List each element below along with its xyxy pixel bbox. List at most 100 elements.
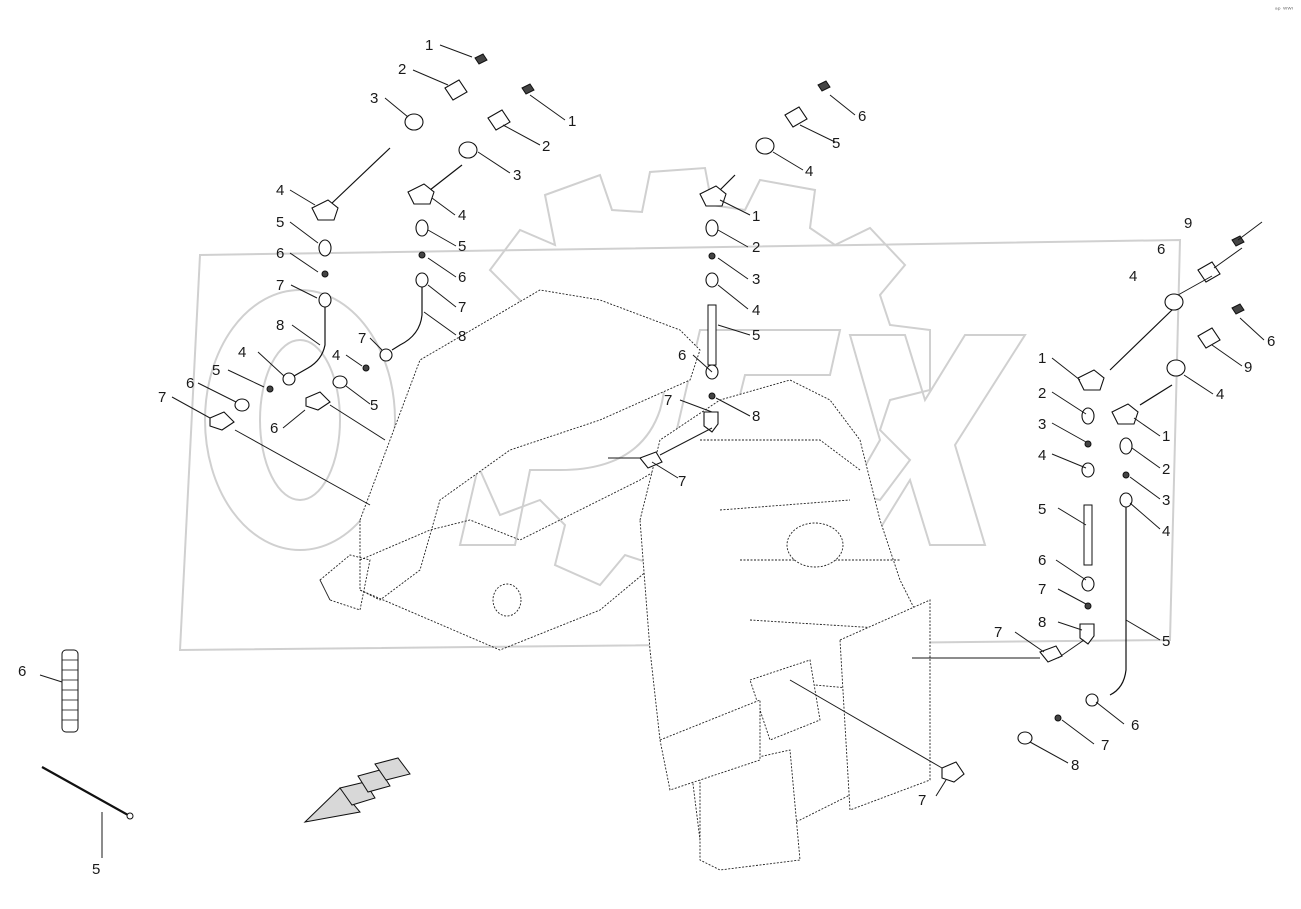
line-c-mid <box>659 427 713 456</box>
nut-b7 <box>415 272 429 288</box>
hose-c8 <box>707 304 717 366</box>
hose-roll-ribs <box>62 659 78 721</box>
callout-6: 6 <box>1038 552 1046 569</box>
elbow-c4 <box>699 185 727 207</box>
nut-a7 <box>318 292 332 308</box>
callout-4: 4 <box>276 182 284 199</box>
frame-bottom-block <box>699 749 801 871</box>
grease-nipple-e1 <box>1231 303 1245 315</box>
callout-6: 6 <box>1267 333 1275 350</box>
callout-6: 6 <box>276 245 284 262</box>
callout-2: 2 <box>1162 461 1170 478</box>
grease-line-group-a <box>209 53 488 506</box>
frame-bore <box>786 522 844 568</box>
callout-7: 7 <box>276 277 284 294</box>
callout-1: 1 <box>1162 428 1170 445</box>
union-c5 <box>705 219 719 237</box>
connector-b2 <box>487 109 511 131</box>
union-a5b <box>234 398 250 412</box>
callout-5: 5 <box>92 861 100 878</box>
frame-center-lines <box>700 439 911 691</box>
hose-roll-11 <box>61 649 79 733</box>
line-e-top <box>1139 384 1173 406</box>
line-e-bottom <box>789 679 943 769</box>
hose-a8 <box>293 307 326 377</box>
frame-left-block <box>319 554 371 611</box>
callout-8: 8 <box>1038 614 1046 631</box>
ring-a6 <box>321 270 329 278</box>
hose-e8 <box>1109 583 1127 696</box>
callout-6: 6 <box>858 108 866 125</box>
callout-6: 6 <box>678 347 686 364</box>
line-b-bottom <box>329 404 386 441</box>
callout-5: 5 <box>1162 633 1170 650</box>
callout-7: 7 <box>158 389 166 406</box>
callout-5: 5 <box>458 238 466 255</box>
callout-4: 4 <box>805 163 813 180</box>
connector-a2 <box>444 79 468 101</box>
ring-b6b <box>362 364 370 372</box>
callout-8: 8 <box>752 408 760 425</box>
ring-e6b <box>1054 714 1062 722</box>
callout-7: 7 <box>664 392 672 409</box>
callout-4: 4 <box>458 207 466 224</box>
callout-7: 7 <box>1101 737 1109 754</box>
frame-right-bracket <box>839 599 931 811</box>
frame-bearing <box>749 659 821 741</box>
machine-frame <box>319 289 931 871</box>
line-a-bottom <box>234 429 371 506</box>
callout-7: 7 <box>994 624 1002 641</box>
ring-d6 <box>1084 440 1092 448</box>
elbow-e4 <box>1111 403 1139 425</box>
callout-3: 3 <box>752 271 760 288</box>
callout-2: 2 <box>752 239 760 256</box>
ring-c6 <box>708 252 716 260</box>
callout-4: 4 <box>752 302 760 319</box>
callout-6: 6 <box>1157 241 1165 258</box>
grease-line-group-c <box>608 80 831 469</box>
callout-7: 7 <box>678 473 686 490</box>
elbow-c4b <box>639 451 663 469</box>
grease-line-group-d <box>912 235 1245 663</box>
nut-e7 <box>1119 492 1133 508</box>
ring-b6 <box>418 251 426 259</box>
callout-2: 2 <box>542 138 550 155</box>
callout-3: 3 <box>1162 492 1170 509</box>
elbow-c9 <box>703 411 719 433</box>
elbow-b4b <box>305 391 331 411</box>
grease-line-group-b <box>305 83 535 441</box>
callout-4: 4 <box>1162 523 1170 540</box>
watermark-letter-o-inner <box>259 339 341 501</box>
line-d-mid <box>1057 639 1085 659</box>
callout-5: 5 <box>832 135 840 152</box>
callout-7: 7 <box>918 792 926 809</box>
callout-7: 7 <box>1038 581 1046 598</box>
watermark-shadow <box>178 238 1182 652</box>
callout-8: 8 <box>1071 757 1079 774</box>
grease-nipple-a1 <box>474 53 488 65</box>
callout-3: 3 <box>1038 416 1046 433</box>
corner-mark: ᵃᵖ ᵂᵂᴵ <box>1275 6 1293 14</box>
nut-b3 <box>458 141 478 159</box>
nut-a3 <box>404 113 424 131</box>
nut-e7b <box>1085 693 1099 707</box>
hose-d8 <box>1083 504 1093 566</box>
ring-c6b <box>708 392 716 400</box>
callout-9: 9 <box>1244 359 1252 376</box>
nut-d3 <box>1164 293 1184 311</box>
union-e5 <box>1119 437 1133 455</box>
grease-line-group-e <box>789 303 1245 783</box>
callout-4: 4 <box>1038 447 1046 464</box>
watermark-letter-x <box>818 334 1027 546</box>
callout-4: 4 <box>1129 268 1137 285</box>
connector-d2 <box>1197 261 1221 283</box>
union-b5b <box>332 375 348 389</box>
frame-arm <box>659 699 761 791</box>
callout-4: 4 <box>238 344 246 361</box>
direction-arrow <box>303 757 411 823</box>
nut-d7 <box>1081 462 1095 478</box>
cable-tie-head <box>126 812 134 820</box>
elbow-a4 <box>311 199 339 221</box>
callout-6: 6 <box>458 269 466 286</box>
